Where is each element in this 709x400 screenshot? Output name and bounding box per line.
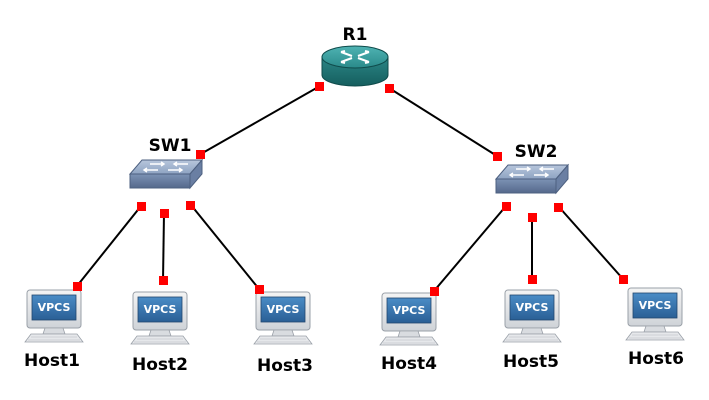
port-marker: [186, 201, 195, 210]
screen-label: VPCS: [639, 299, 672, 312]
router-icon: [340, 50, 370, 64]
port-marker: [385, 84, 394, 93]
port-marker: [160, 209, 169, 218]
link-sw2-host6: [558, 206, 624, 280]
link-sw1-host2: [162, 212, 165, 282]
host-host5[interactable]: VPCS: [502, 289, 562, 343]
link-sw1-host3: [190, 204, 260, 290]
node-label-host6: Host6: [628, 349, 684, 369]
port-marker: [528, 213, 537, 222]
port-marker: [619, 275, 628, 284]
port-marker: [255, 285, 264, 294]
node-label-host2: Host2: [132, 355, 188, 375]
screen-label: VPCS: [38, 301, 71, 314]
screen-label: VPCS: [516, 301, 549, 314]
link-sw1-host1: [76, 205, 142, 287]
switch-sw2[interactable]: [495, 164, 569, 194]
vpcs-host-icon: [24, 289, 84, 343]
port-marker: [137, 202, 146, 211]
screen-label: VPCS: [393, 304, 426, 317]
node-label-host1: Host1: [24, 351, 80, 371]
switch-icon: [495, 164, 569, 194]
port-marker: [159, 276, 168, 285]
port-markers: [73, 82, 628, 296]
link-sw2-host4: [433, 205, 507, 292]
port-marker: [196, 150, 205, 159]
node-label-r1: R1: [343, 25, 368, 45]
link-r1-sw1: [198, 85, 321, 156]
vpcs-host-icon: [625, 287, 685, 341]
node-label-sw2: SW2: [515, 142, 558, 162]
port-marker: [315, 82, 324, 91]
port-marker: [528, 275, 537, 284]
port-marker: [502, 202, 511, 211]
link-r1-sw2: [388, 87, 498, 157]
port-marker: [430, 287, 439, 296]
host-host3[interactable]: VPCS: [253, 291, 313, 345]
switch-sw1[interactable]: [129, 159, 203, 189]
router-r1[interactable]: R1: [321, 25, 389, 87]
screen-label: VPCS: [267, 303, 300, 316]
host-host4[interactable]: VPCS: [379, 292, 439, 346]
vpcs-host-icon: [253, 291, 313, 345]
host-host2[interactable]: VPCS: [130, 291, 190, 345]
vpcs-host-icon: [379, 292, 439, 346]
switch-icon: [129, 159, 203, 189]
screen-label: VPCS: [144, 303, 177, 316]
vpcs-host-icon: [130, 291, 190, 345]
node-label-host3: Host3: [257, 356, 313, 376]
node-label-host5: Host5: [503, 352, 559, 372]
host-host1[interactable]: VPCS: [24, 289, 84, 343]
host-host6[interactable]: VPCS: [625, 287, 685, 341]
vpcs-host-icon: [502, 289, 562, 343]
port-marker: [493, 152, 502, 161]
port-marker: [554, 203, 563, 212]
node-label-host4: Host4: [381, 354, 437, 374]
links: [76, 85, 624, 292]
node-label-sw1: SW1: [149, 136, 192, 156]
port-marker: [73, 282, 82, 291]
